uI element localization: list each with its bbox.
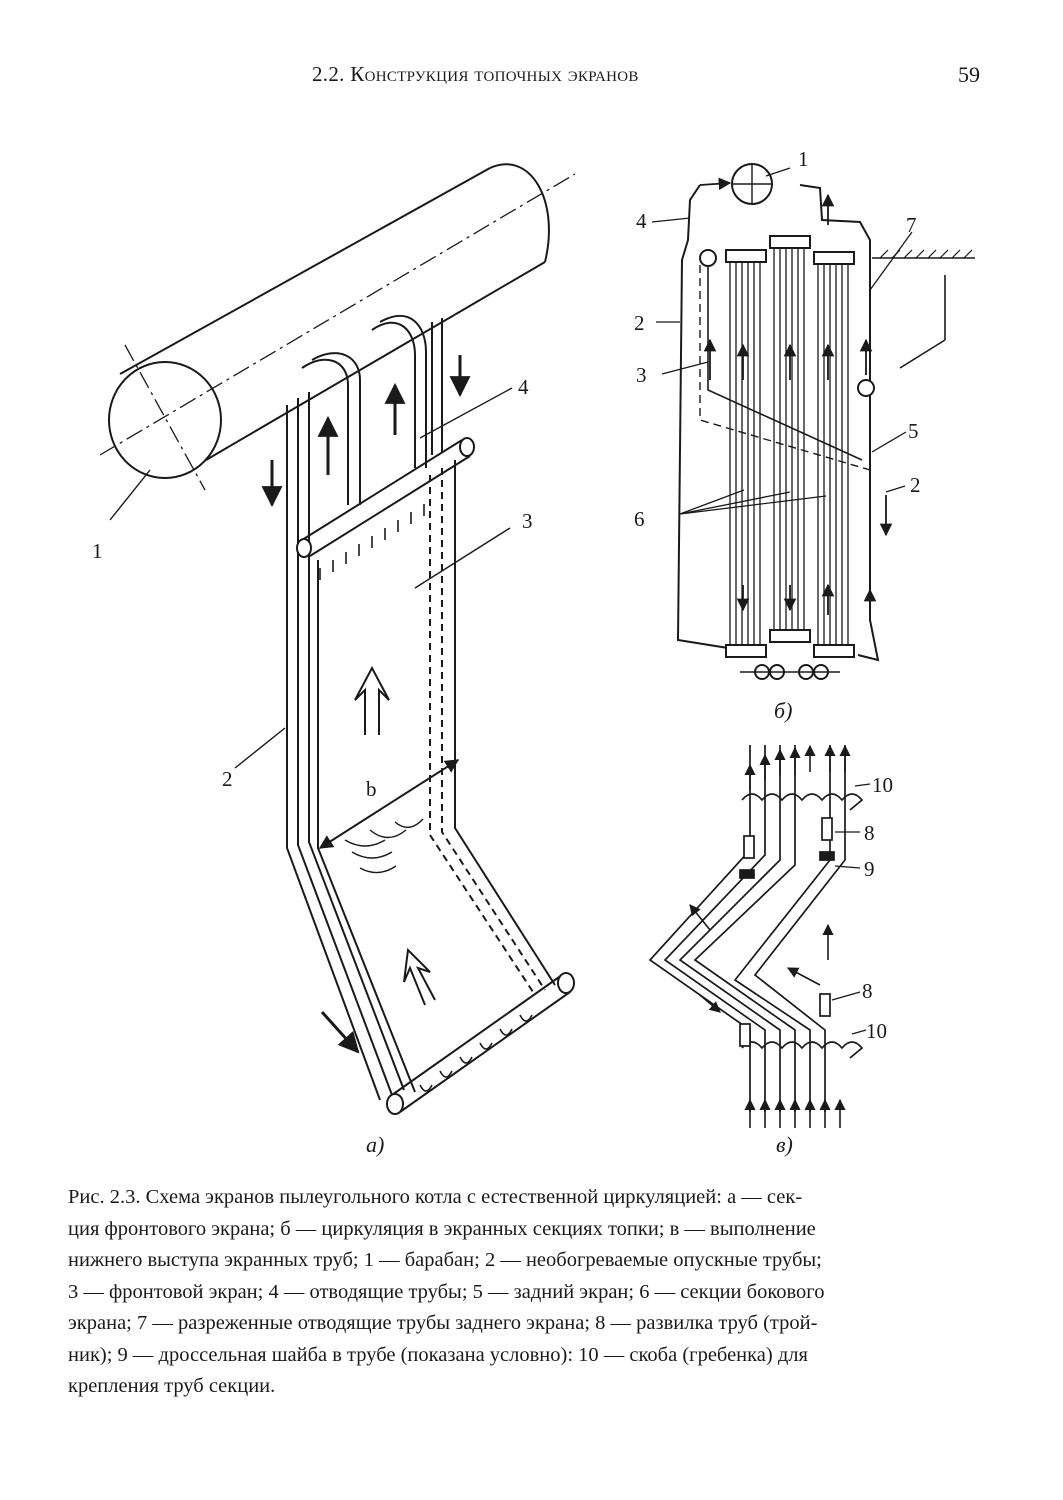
label-b-front-screen: 3 (636, 363, 647, 387)
section-number: 2.2. (312, 62, 345, 86)
label-downcomer: 2 (222, 767, 233, 791)
upper-header (296, 437, 475, 558)
label-c-washer: 9 (864, 857, 875, 881)
panel-c-lower-protrusion (648, 744, 871, 1128)
caption-line: 3 — фронтовой экран; 4 — отводящие трубы… (68, 1280, 825, 1303)
panel-b-sublabel: б) (774, 698, 792, 723)
label-b-sparse-risers: 7 (906, 213, 917, 237)
caption-line: Рис. 2.3. Схема экранов пылеугольного ко… (68, 1186, 803, 1208)
caption-line: ция фронтового экрана; б — циркуляция в … (68, 1217, 816, 1240)
label-b-rear-screen: 5 (908, 419, 919, 443)
label-b-side-screens: 6 (634, 507, 645, 531)
downcomer-pipes (286, 392, 405, 1101)
tube-bundles (729, 248, 849, 645)
lower-header (386, 972, 575, 1115)
caption-line: нижнего выступа экранных труб; 1 — бараб… (68, 1249, 822, 1271)
label-c-comb-bottom: 10 (866, 1019, 887, 1043)
left-contour (676, 184, 729, 649)
riser-pipes (301, 315, 443, 505)
panel-c-sublabel: в) (776, 1132, 793, 1157)
label-b-risers: 4 (636, 209, 647, 233)
label-c-tee-bottom: 8 (862, 979, 873, 1003)
label-c-tee-top: 8 (864, 821, 875, 845)
figure-caption: Рис. 2.3. Схема экранов пылеугольного ко… (68, 1182, 988, 1403)
label-b-downcomer-right: 2 (910, 473, 921, 497)
panel-b-circulation (651, 163, 975, 680)
section-heading: 2.2. Конструкция топочных экранов (312, 62, 639, 87)
bottom-comb (741, 1041, 864, 1059)
panel-c-labels: 10 8 9 8 10 в) (776, 773, 893, 1157)
panel-a-sublabel: а) (366, 1132, 384, 1157)
caption-line: крепления труб секции. (68, 1375, 276, 1397)
label-b-downcomer-left: 2 (634, 311, 645, 335)
label-riser: 4 (518, 375, 529, 399)
figure-2-3: 1 2 3 4 b а) (92, 147, 975, 1157)
panel-a-labels: 1 2 3 4 b а) (92, 375, 533, 1157)
label-front-screen: 3 (522, 509, 533, 533)
page-number: 59 (958, 62, 980, 87)
lower-collectors (740, 664, 840, 680)
drum-drawing (99, 163, 576, 491)
top-comb (741, 793, 864, 811)
label-drum: 1 (92, 539, 103, 563)
caption-line: ник); 9 — дроссельная шайба в трубе (пок… (68, 1343, 808, 1366)
flow-arrows (261, 355, 471, 1054)
running-header: 2.2. Конструкция топочных экранов 59 (0, 62, 1063, 96)
protrusion-tubes (648, 745, 846, 1112)
right-contour (799, 184, 880, 662)
panel-b-labels: 1 4 2 3 7 5 2 6 б) (634, 147, 921, 723)
furnace-wall (872, 249, 975, 369)
label-c-comb-top: 10 (872, 773, 893, 797)
panel-a-leaders (109, 387, 513, 769)
section-title: Конструкция топочных экранов (350, 62, 639, 86)
label-b-drum: 1 (798, 147, 809, 171)
panel-a-front-screen-section (99, 163, 576, 1115)
label-width: b (366, 777, 377, 801)
caption-line: экрана; 7 — разреженные отводящие трубы … (68, 1312, 818, 1334)
screen-panel (317, 460, 556, 1093)
